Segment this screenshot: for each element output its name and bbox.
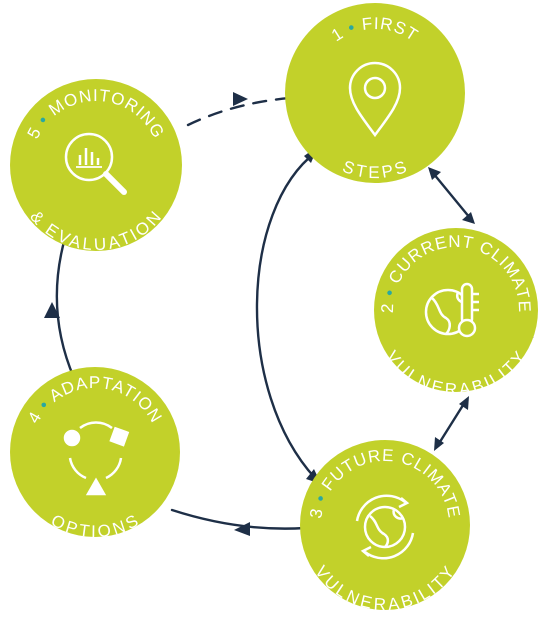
- magnifier-chart-icon: [64, 132, 127, 195]
- stage-1-first-steps: 1 • FIRST STEPS: [285, 3, 465, 183]
- stage-2-circle: [374, 228, 538, 392]
- arrowhead-2-3-top: [459, 396, 469, 410]
- arrowhead-1-2-top: [428, 167, 441, 180]
- stage-1-circle: [285, 3, 465, 183]
- arrowhead-2-3-bottom: [434, 437, 444, 451]
- stage-4-adaptation-options: 4 • ADAPTATION OPTIONS: [10, 367, 180, 541]
- arrowhead-5-to-1: [233, 92, 248, 106]
- arrowhead-4-5: [44, 302, 60, 318]
- stage-2-current-climate: 2 • CURRENT CLIMATE VULNERABILITY: [374, 228, 538, 399]
- arrow-5-to-1-dashed: [186, 95, 307, 127]
- stage-3-circle: [300, 440, 470, 610]
- stage-5-monitoring-evaluation: 5 • MONITORING & EVALUATION: [10, 79, 182, 254]
- stage-4-circle: [10, 367, 180, 537]
- location-pin-icon: [348, 61, 402, 138]
- arrowhead-3-4: [234, 522, 250, 536]
- shapes-cycle-icon: [63, 421, 130, 496]
- arrow-1-to-2: [431, 171, 472, 220]
- arrow-2-to-3: [436, 400, 467, 447]
- globe-cycle-icon: [355, 494, 415, 560]
- arrow-3-to-4: [170, 508, 307, 530]
- arrow-1-to-3-arc: [255, 150, 318, 480]
- stage-3-future-climate: 3 • FUTURE CLIMATE VULNERABILITY: [300, 440, 470, 614]
- arrowhead-1-2-bottom: [462, 212, 475, 224]
- globe-thermometer-icon: [424, 282, 479, 338]
- connectors: [44, 92, 475, 536]
- stage-5-circle: [10, 79, 182, 251]
- arrow-4-to-5: [55, 236, 76, 380]
